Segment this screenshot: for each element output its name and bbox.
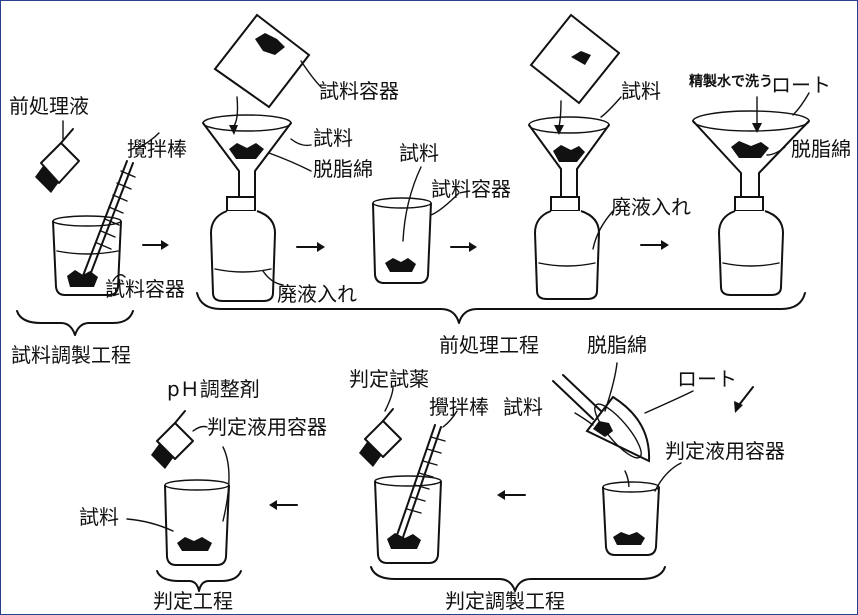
- beaker-3: [164, 479, 230, 566]
- dropper-bottle-1: [35, 128, 80, 193]
- label-sample-container-2: 試料容器: [431, 177, 511, 201]
- label-defatted-cotton-2: 脱脂綿: [791, 137, 851, 161]
- beaker-4: [374, 475, 442, 564]
- label-waste-2: 廃液入れ: [611, 195, 691, 219]
- label-pretreatment-step: 前処理工程: [439, 333, 539, 357]
- beaker-5: [602, 481, 660, 556]
- label-sample-3: 試料: [621, 79, 661, 103]
- label-sample-container-1: 試料容器: [105, 277, 185, 301]
- waste-bottle-2: [533, 196, 601, 300]
- stir-rod-2: [394, 424, 446, 544]
- label-funnel-2: ロート: [677, 367, 737, 391]
- waste-bottle-1: [209, 196, 277, 302]
- label-judge-reagent: 判定試薬: [349, 367, 429, 391]
- label-judge-prep-step: 判定調製工程: [445, 589, 565, 613]
- label-ph-adjuster: pＨ調整剤: [167, 377, 260, 401]
- waste-bottle-3: [717, 196, 785, 296]
- label-sample-2: 試料: [399, 141, 439, 165]
- label-waste-1: 廃液入れ: [277, 282, 357, 306]
- sample-container-tilted-2: [529, 13, 621, 105]
- label-judge-step: 判定工程: [153, 589, 233, 613]
- dropper-bottle-2: [151, 410, 194, 469]
- label-stir-rod-1: 攪拌棒: [127, 137, 187, 161]
- label-judge-container-2: 判定液用容器: [665, 439, 785, 463]
- label-funnel-1: ロート: [771, 73, 831, 97]
- label-sample-prep-step: 試料調製工程: [11, 343, 131, 367]
- brace-sample-prep: [16, 310, 134, 336]
- label-defatted-cotton-3: 脱脂綿: [587, 333, 647, 357]
- label-pretreatment-liquid: 前処理液: [9, 94, 89, 118]
- brace-judge: [156, 570, 242, 592]
- label-defatted-cotton-1: 脱脂綿: [313, 157, 373, 181]
- label-sample-4: 試料: [79, 505, 119, 529]
- label-sample-container-top: 試料容器: [319, 79, 399, 103]
- label-judge-container-1: 判定液用容器: [207, 415, 327, 439]
- beaker-2: [372, 197, 432, 284]
- brace-judge-prep: [370, 566, 666, 592]
- brace-pretreatment: [196, 292, 806, 324]
- dropper-bottle-3: [359, 408, 402, 467]
- label-sample-1: 試料: [313, 126, 353, 150]
- funnel-4: [552, 374, 651, 463]
- label-wash: 精製水で洗う: [689, 74, 773, 90]
- label-sample-5: 試料: [503, 395, 543, 419]
- sample-container-tilted-1: [213, 13, 311, 109]
- label-stir-rod-2: 攪拌棒: [429, 395, 489, 419]
- stir-rod-1: [80, 160, 136, 284]
